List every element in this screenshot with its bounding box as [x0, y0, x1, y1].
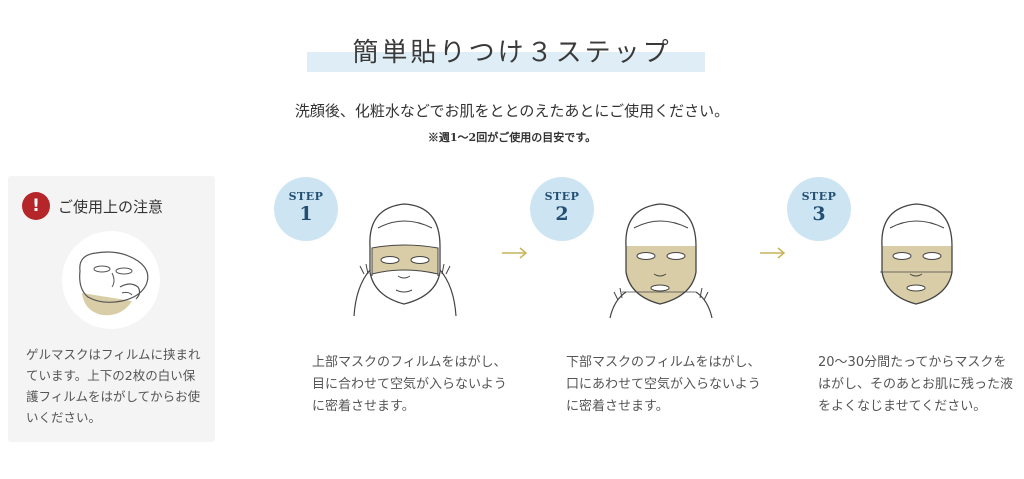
face-step3-icon	[880, 203, 953, 305]
step-label: STEP	[801, 190, 837, 203]
page-title: 簡単貼りつけ３ステップ	[352, 38, 672, 68]
step-number: 1	[299, 203, 313, 225]
step-text-1: 上部マスクのフィルムをはがし、目に合わせて空気が入らないように密着させます。	[312, 355, 507, 414]
step-number: 3	[812, 203, 826, 225]
caution-header: ! ご使用上の注意	[22, 192, 163, 220]
step-text-3: 20〜30分間たってからマスクをはがし、そのあとお肌に残った液をよくなじませてく…	[818, 355, 1014, 414]
lead-text: 洗顔後、化粧水などでお肌をととのえたあとにご使用ください。	[294, 102, 730, 120]
step-label: STEP	[544, 190, 580, 203]
step-text-2: 下部マスクのフィルムをはがし、口にあわせて空気が入らないように密着させます。	[566, 355, 761, 414]
face-step2-icon	[609, 203, 713, 319]
arrow-right-icon	[760, 247, 786, 259]
caution-title: ご使用上の注意	[58, 197, 164, 216]
caution-text: ゲルマスクはフィルムに挟まれています。上下の2枚の白い保護フィルムをはがしてから…	[26, 347, 201, 425]
step-badge-2: STEP 2	[530, 177, 594, 241]
step-badge-3: STEP 3	[787, 177, 851, 241]
usage-note: ※週1〜2回がご使用の目安です。	[427, 131, 597, 144]
mask-film-icon	[62, 231, 160, 329]
exclamation-icon: !	[22, 192, 50, 220]
step-label: STEP	[288, 190, 324, 203]
face-step1-icon	[353, 203, 457, 317]
caution-panel: ! ご使用上の注意 ゲルマスクはフィルムに挟まれています。上下の2枚の白い保護フ…	[8, 176, 215, 442]
step-number: 2	[555, 203, 569, 225]
arrow-right-icon	[502, 247, 528, 259]
title-underline-band	[307, 52, 705, 72]
step-badge-1: STEP 1	[274, 177, 338, 241]
